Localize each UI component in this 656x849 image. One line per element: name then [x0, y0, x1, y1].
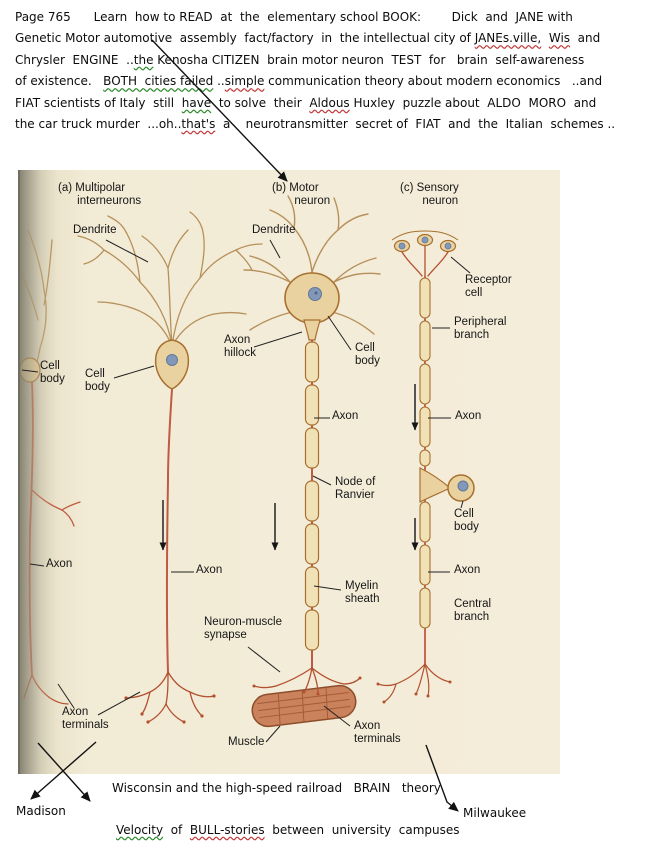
label-axon-terminals-left: Axon terminals — [62, 706, 109, 732]
misspelled-word: JANEs.ville, — [474, 31, 542, 46]
annotation-text: Huxley puzzle about ALDO MORO and — [349, 95, 597, 110]
panel-title-b: (b) Motor neuron — [272, 182, 331, 208]
label-axon-b: Axon — [332, 410, 359, 422]
annotation-text: CITIZEN brain motor neuron TEST for brai… — [211, 52, 585, 67]
label-axon-c-upper: Axon — [455, 410, 482, 422]
panel-title-a: (a) Multipolar interneurons — [58, 182, 142, 208]
panel-title-c: (c) Sensory neuron — [400, 182, 459, 208]
label-central-branch: Central branch — [454, 598, 492, 624]
annotation-text: Page 765 Learn how to READ at the elemen… — [15, 10, 573, 24]
label-myelin-sheath: Myelin sheath — [345, 580, 380, 606]
neuron-b-motor — [243, 195, 381, 728]
muscle-fiber — [251, 684, 357, 728]
footer-text: between university campuses — [264, 823, 460, 837]
annotation-paragraph: Page 765 Learn how to READ at the elemen… — [15, 7, 615, 135]
neuron-a-multipolar — [77, 211, 263, 724]
footer-wisconsin-line: Wisconsin and the high-speed railroad BR… — [112, 781, 441, 795]
footer-milwaukee: Milwaukee — [463, 806, 527, 820]
label-axon-terminals-b: Axon terminals — [354, 720, 401, 746]
misspelled-word: Aldous — [309, 95, 350, 110]
misspelled-word: that's — [181, 117, 216, 132]
annotation-text: Kenosha — [153, 52, 212, 67]
misspelled-word: BULL-stories — [189, 823, 265, 837]
label-axon-hillock: Axon hillock — [224, 334, 256, 360]
label-axon-left: Axon — [46, 558, 73, 570]
grammar-flagged-word: Velocity — [116, 823, 164, 837]
neuron-c-sensory — [376, 230, 475, 704]
grammar-flagged-word: have — [181, 95, 212, 110]
annotation-line-1: Page 765 Learn how to READ at the elemen… — [15, 7, 615, 28]
textbook-scan: (a) Multipolar interneurons (b) Motor ne… — [18, 170, 560, 774]
annotation-line-2: Genetic Motor automotive assembly fact/f… — [15, 28, 615, 49]
annotation-text: communication theory about modern econom… — [264, 74, 603, 89]
annotation-line-5: FIAT scientists of Italy still have to s… — [15, 93, 615, 114]
misspelled-word: simple — [224, 74, 265, 89]
annotation-text: Chrysler ENGINE .. — [15, 52, 134, 67]
label-neuron-muscle-synapse: Neuron-muscle synapse — [204, 616, 282, 642]
label-connectors — [21, 239, 471, 743]
annotation-text: FIAT scientists of Italy still — [15, 95, 182, 110]
annotation-text: of existence. — [15, 74, 104, 89]
neuron-diagram — [18, 170, 475, 774]
label-muscle: Muscle — [228, 736, 265, 748]
label-cell-body-c: Cell body — [454, 508, 479, 534]
label-axon-a: Axon — [196, 564, 223, 576]
annotation-line-4: of existence. BOTH cities failed ..simpl… — [15, 71, 615, 92]
label-dendrite-a: Dendrite — [73, 224, 117, 236]
grammar-flagged-word: the — [133, 52, 154, 67]
annotation-text: the car truck murder ...oh.. — [15, 117, 182, 132]
misspelled-word: Wis — [548, 31, 571, 46]
annotation-line-3: Chrysler ENGINE ..the Kenosha CITIZEN br… — [15, 50, 615, 71]
footer-velocity-line: Velocity of BULL-stories between univers… — [116, 823, 460, 837]
label-cell-body-a: Cell body — [85, 368, 110, 394]
footer-madison: Madison — [16, 804, 66, 818]
footer-text: of — [163, 823, 190, 837]
annotation-text: to solve their — [211, 95, 310, 110]
label-axon-c-lower: Axon — [454, 564, 481, 576]
label-receptor-cell: Receptor cell — [465, 274, 512, 300]
annotation-text: and — [570, 31, 601, 46]
annotation-text — [541, 31, 549, 45]
impulse-direction-arrows — [159, 384, 419, 551]
grammar-flagged-phrase: BOTH cities failed — [103, 74, 214, 89]
page-gutter-shadow — [18, 170, 54, 774]
annotation-line-6: the car truck murder ...oh..that's a neu… — [15, 114, 615, 135]
label-dendrite-b: Dendrite — [252, 224, 296, 236]
label-cell-body-left: Cell body — [40, 360, 65, 386]
annotation-text: a neurotransmitter secret of FIAT and th… — [215, 117, 616, 132]
annotation-text: Genetic Motor automotive assembly fact/f… — [15, 31, 475, 46]
label-cell-body-b: Cell body — [355, 342, 380, 368]
label-peripheral-branch: Peripheral branch — [454, 316, 507, 342]
annotation-text: .. — [213, 74, 225, 89]
label-node-of-ranvier: Node of Ranvier — [335, 476, 376, 502]
